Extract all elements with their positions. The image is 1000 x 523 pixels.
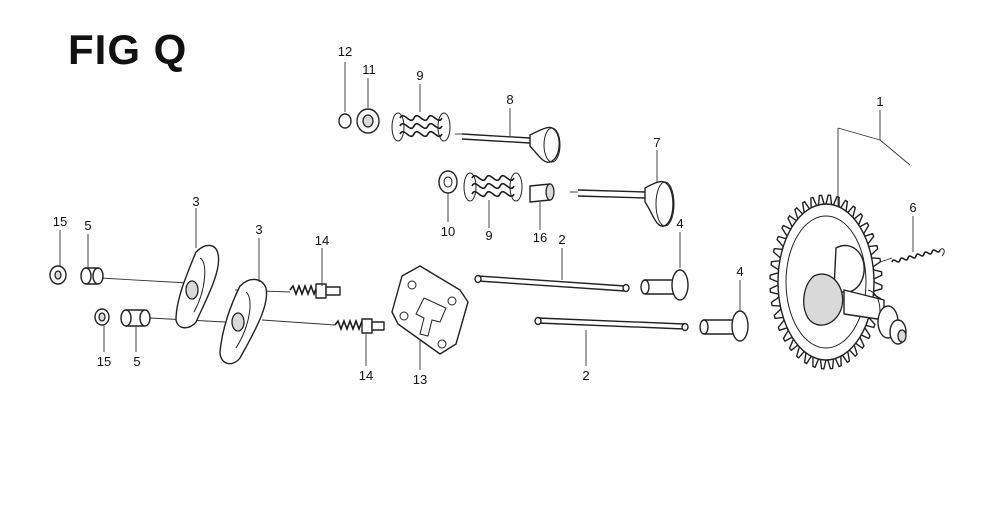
part-2-push-rod-upper bbox=[474, 274, 630, 293]
part-4-tappet-lower bbox=[699, 310, 749, 342]
callout-2-lower: 2 bbox=[582, 368, 589, 383]
part-9-valve-spring-lower bbox=[463, 172, 523, 202]
part-14-pivot-bolt-upper bbox=[289, 283, 341, 299]
part-16-stem-seal bbox=[529, 183, 555, 203]
part-13-guide-plate bbox=[391, 265, 469, 355]
part-5-pivot-upper bbox=[80, 267, 104, 285]
callout-11: 11 bbox=[362, 62, 376, 77]
callout-8: 8 bbox=[506, 92, 513, 107]
callout-16: 16 bbox=[533, 230, 547, 245]
callout-14-upper: 14 bbox=[315, 233, 329, 248]
part-6-spring bbox=[891, 248, 945, 263]
callout-7: 7 bbox=[653, 135, 660, 150]
callout-3-right: 3 bbox=[255, 222, 262, 237]
callout-9-upper: 9 bbox=[416, 68, 423, 83]
callout-3-left: 3 bbox=[192, 194, 199, 209]
part-15-nut-upper bbox=[49, 265, 67, 285]
part-1-camshaft-gear bbox=[769, 194, 907, 370]
callout-5-lower: 5 bbox=[133, 354, 140, 369]
callout-5-upper: 5 bbox=[84, 218, 91, 233]
part-3-rocker-arm-right bbox=[219, 278, 268, 365]
callout-15-lower: 15 bbox=[97, 354, 111, 369]
part-15-nut-lower bbox=[94, 308, 110, 326]
part-11-spring-retainer bbox=[356, 108, 380, 134]
callout-4-lower: 4 bbox=[736, 264, 743, 279]
callout-10: 10 bbox=[441, 224, 455, 239]
part-7-exhaust-valve bbox=[577, 180, 675, 227]
callout-4-upper: 4 bbox=[676, 216, 683, 231]
callout-2-upper: 2 bbox=[558, 232, 565, 247]
part-5-pivot-lower bbox=[120, 309, 151, 327]
part-2-push-rod-lower bbox=[534, 316, 689, 332]
part-14-pivot-bolt-lower bbox=[334, 318, 385, 334]
part-12-valve-cotter bbox=[338, 113, 352, 129]
callout-leaders bbox=[59, 62, 914, 370]
part-8-intake-valve bbox=[461, 126, 561, 163]
part-3-rocker-arm-left bbox=[175, 244, 220, 329]
part-9-valve-spring-upper bbox=[391, 112, 451, 142]
callout-6: 6 bbox=[909, 200, 916, 215]
callout-15-upper: 15 bbox=[53, 214, 67, 229]
callout-12: 12 bbox=[338, 44, 352, 59]
callout-14-lower: 14 bbox=[359, 368, 373, 383]
callout-9-lower: 9 bbox=[485, 228, 492, 243]
callout-labels: 12 11 9 8 7 10 9 16 2 2 4 4 1 6 3 3 14 1… bbox=[53, 44, 917, 387]
part-4-tappet-upper bbox=[640, 269, 689, 301]
alignment-lines bbox=[99, 133, 893, 326]
figure-title: FIG Q bbox=[68, 26, 188, 73]
callout-13: 13 bbox=[413, 372, 427, 387]
part-10-spring-seat bbox=[438, 170, 458, 194]
callout-1: 1 bbox=[876, 94, 883, 109]
